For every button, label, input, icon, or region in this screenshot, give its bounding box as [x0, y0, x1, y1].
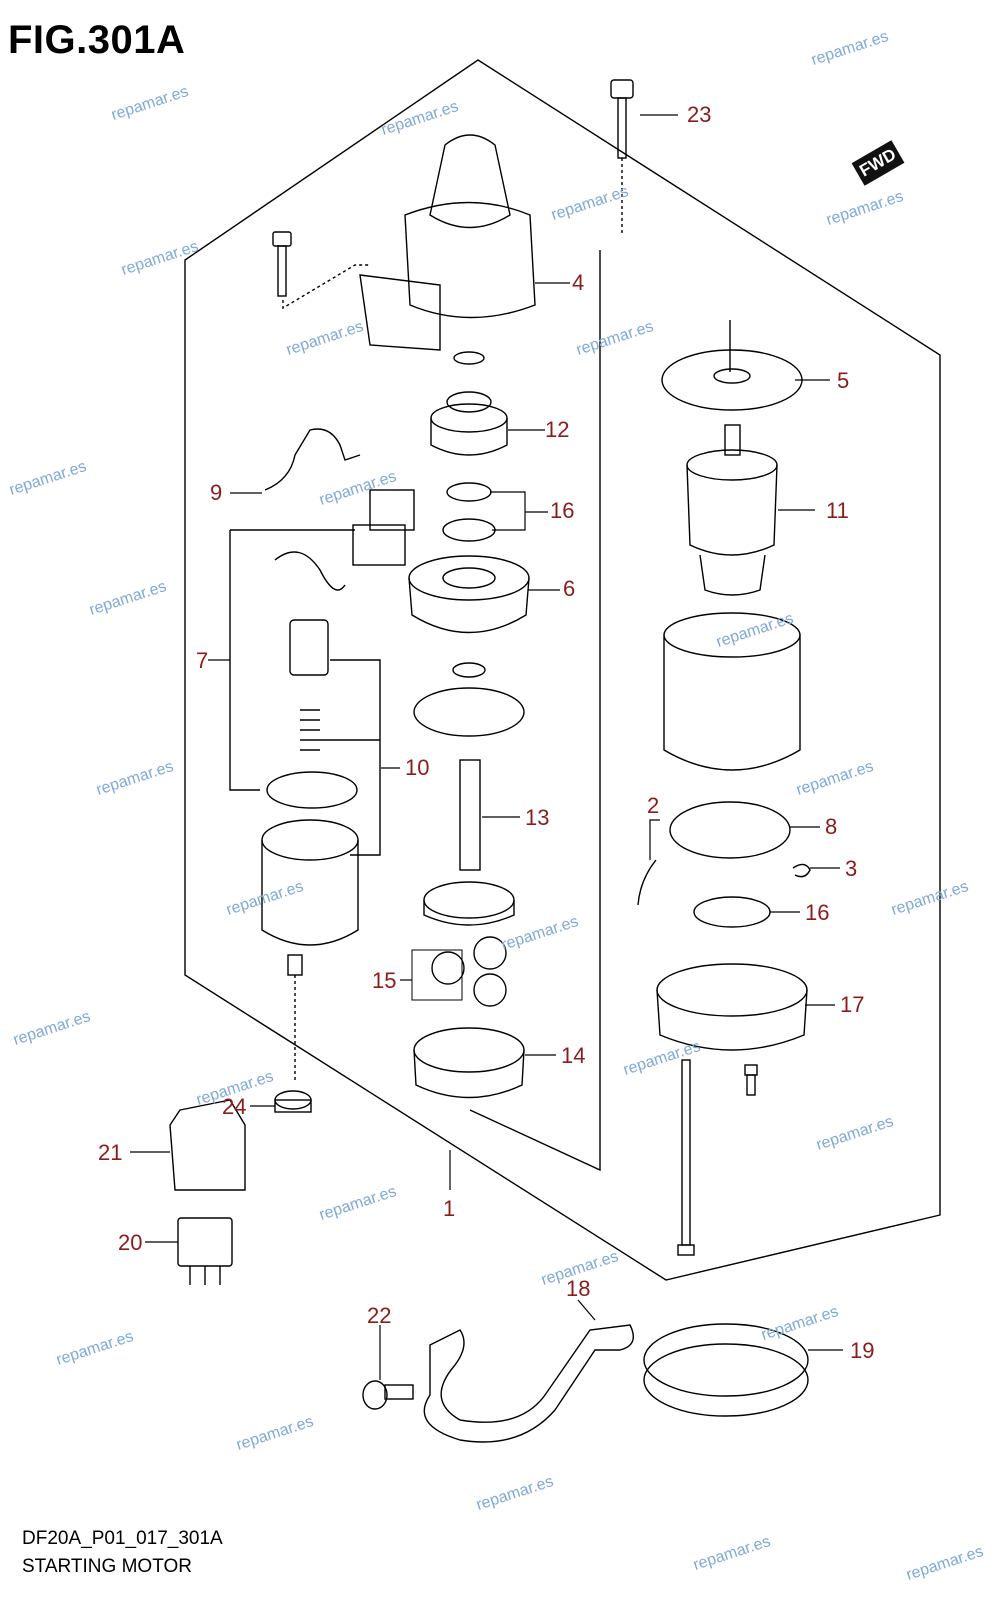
- spring-3: [792, 863, 811, 878]
- washer-16: [442, 518, 496, 542]
- drawing-code: DF20A_P01_017_301A: [22, 1528, 223, 1549]
- callout-22: 22: [367, 1303, 392, 1328]
- motor-yoke: [261, 819, 359, 1080]
- band-19: [643, 1323, 809, 1417]
- brush-plate-8: [637, 801, 791, 906]
- pinion-12: [430, 351, 508, 456]
- callout-16: 16: [550, 498, 575, 523]
- leader-lines: [130, 114, 843, 1380]
- armature-11: [686, 424, 778, 596]
- relay-21: [169, 1099, 246, 1191]
- ring-gear-14: [413, 1027, 525, 1099]
- callout-7: 7: [196, 648, 209, 673]
- callout-18: 18: [566, 1276, 591, 1301]
- lever-9: [264, 428, 361, 491]
- bolt-left: [272, 231, 370, 310]
- callout-15: 15: [372, 968, 397, 993]
- gasket: [413, 687, 525, 737]
- diagram-caption: STARTING MOTOR: [22, 1556, 192, 1577]
- callout-10: 10: [405, 755, 430, 780]
- callout-6: 6: [563, 576, 576, 601]
- callout-20: 20: [118, 1230, 143, 1255]
- callout-23: 23: [687, 102, 712, 127]
- callout-1: 1: [443, 1196, 456, 1221]
- figure-title: FIG.301A: [8, 18, 186, 62]
- bolt-22: [362, 1380, 414, 1410]
- bracket-18: [423, 1324, 634, 1443]
- shaft-13: [423, 759, 515, 926]
- callout-12: 12: [545, 417, 570, 442]
- callout-21: 21: [98, 1140, 123, 1165]
- callout-11: 11: [826, 498, 849, 523]
- plate-5: [661, 320, 803, 411]
- callout-16b: 16: [805, 900, 830, 925]
- cover-6: [408, 555, 530, 634]
- relay-20: [177, 1217, 233, 1285]
- callout-9: 9: [210, 480, 223, 505]
- yoke-housing: [663, 612, 801, 771]
- planet-gears-15: [411, 936, 507, 1007]
- solenoid-housing-4: [359, 134, 536, 351]
- clip-16: [446, 482, 492, 502]
- brush-assembly-7: [229, 489, 415, 856]
- washer-16b: [693, 896, 771, 928]
- screw-small: [744, 1064, 758, 1096]
- nut-24: [274, 1090, 312, 1113]
- callout-17: 17: [840, 992, 865, 1017]
- inner-outline: [469, 250, 601, 1172]
- callout-5: 5: [837, 368, 850, 393]
- callout-8: 8: [825, 814, 838, 839]
- callout-4: 4: [572, 270, 585, 295]
- callout-19: 19: [850, 1338, 875, 1363]
- callout-14: 14: [561, 1043, 586, 1068]
- through-bolt: [677, 1059, 695, 1256]
- assembly-outline: [184, 59, 941, 1281]
- callout-2: 2: [647, 793, 660, 818]
- callout-3: 3: [845, 856, 858, 881]
- bolt-23: [610, 79, 634, 235]
- end-cap-17: [656, 963, 808, 1051]
- callout-13: 13: [525, 805, 550, 830]
- o-ring: [452, 662, 486, 678]
- callout-24: 24: [222, 1094, 247, 1119]
